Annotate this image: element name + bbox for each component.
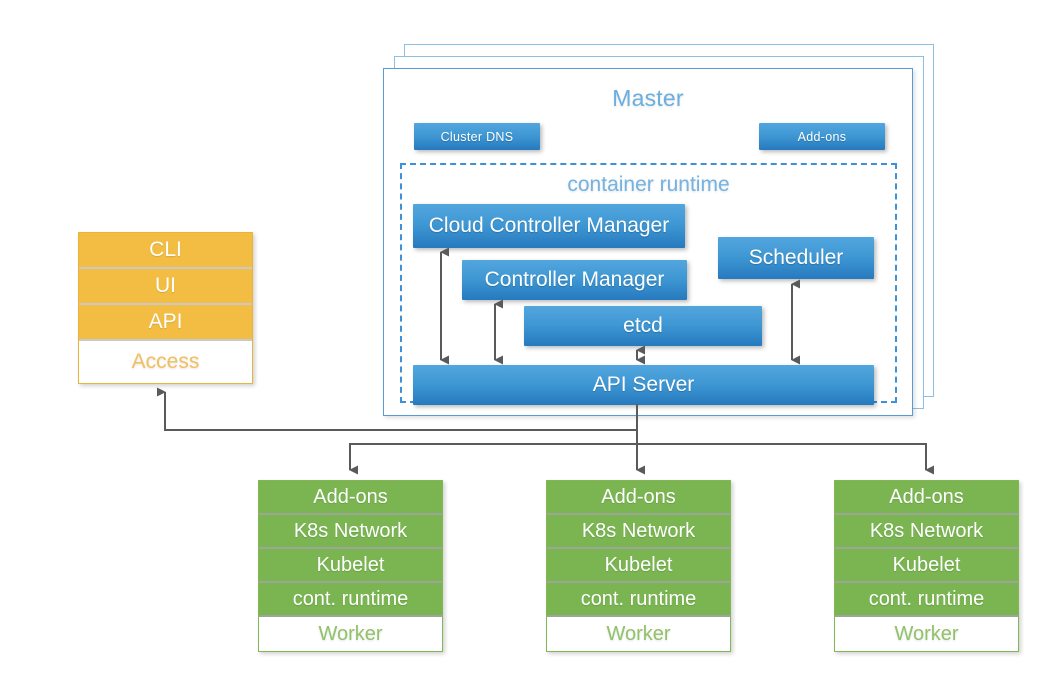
worker-row-k8s-network[interactable]: K8s Network — [259, 515, 442, 549]
worker-row-cont-runtime[interactable]: cont. runtime — [835, 583, 1018, 617]
worker-row-k8s-network[interactable]: K8s Network — [835, 515, 1018, 549]
worker-row-cont-runtime[interactable]: cont. runtime — [259, 583, 442, 617]
scheduler-box[interactable]: Scheduler — [718, 237, 874, 279]
access-row-ui[interactable]: UI — [79, 269, 252, 305]
access-footer-label: Access — [79, 341, 252, 383]
cloud-controller-manager-box[interactable]: Cloud Controller Manager — [413, 204, 685, 248]
worker-row-addons[interactable]: Add-ons — [547, 481, 730, 515]
worker-footer-label: Worker — [835, 617, 1018, 651]
access-row-cli[interactable]: CLI — [79, 233, 252, 269]
worker-row-addons[interactable]: Add-ons — [259, 481, 442, 515]
worker-footer-label: Worker — [547, 617, 730, 651]
wire-bus-to-worker-3 — [637, 443, 934, 475]
worker-footer-label: Worker — [259, 617, 442, 651]
container-runtime-title: container runtime — [567, 173, 730, 196]
controller-manager-box[interactable]: Controller Manager — [462, 260, 687, 300]
worker-node-3[interactable]: Add-ons K8s Network Kubelet cont. runtim… — [834, 480, 1019, 652]
etcd-box[interactable]: etcd — [524, 306, 762, 346]
access-row-api[interactable]: API — [79, 305, 252, 341]
master-panel[interactable]: Master Cluster DNS Add-ons container run… — [383, 68, 913, 416]
worker-row-k8s-network[interactable]: K8s Network — [547, 515, 730, 549]
api-server-box[interactable]: API Server — [413, 365, 874, 405]
worker-node-1[interactable]: Add-ons K8s Network Kubelet cont. runtim… — [258, 480, 443, 652]
access-panel[interactable]: CLI UI API Access — [78, 232, 253, 384]
worker-row-kubelet[interactable]: Kubelet — [547, 549, 730, 583]
worker-row-kubelet[interactable]: Kubelet — [259, 549, 442, 583]
master-title: Master — [612, 85, 684, 111]
wire-bus-to-worker-1 — [349, 443, 637, 475]
worker-row-addons[interactable]: Add-ons — [835, 481, 1018, 515]
master-addons-box[interactable]: Add-ons — [759, 123, 885, 150]
worker-row-cont-runtime[interactable]: cont. runtime — [547, 583, 730, 617]
worker-row-kubelet[interactable]: Kubelet — [835, 549, 1018, 583]
worker-node-2[interactable]: Add-ons K8s Network Kubelet cont. runtim… — [546, 480, 731, 652]
cluster-dns-box[interactable]: Cluster DNS — [414, 123, 540, 150]
